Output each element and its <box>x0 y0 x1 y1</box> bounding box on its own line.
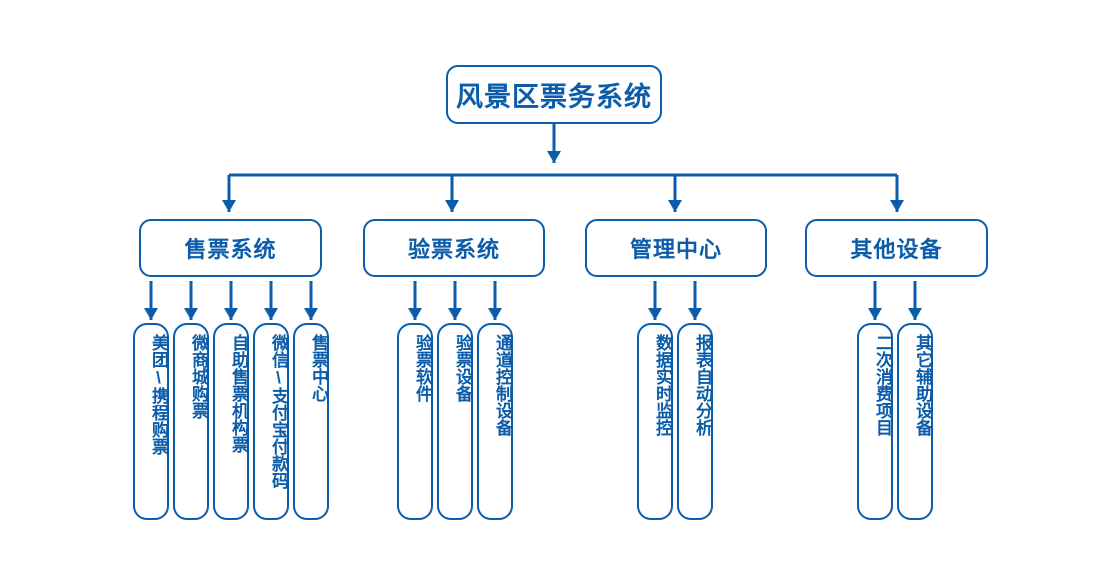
leaf-node-validation-1[interactable]: 验票设备 <box>437 323 473 520</box>
group-node-management-label: 管理中心 <box>629 237 722 262</box>
root-node[interactable]: 风景区票务系统 <box>446 65 662 124</box>
group-arrow-icon-management <box>668 200 682 212</box>
leaf-arrow-icon-ticketing-0 <box>144 308 158 320</box>
leaf-node-validation-0-label: 验票软件 <box>413 334 432 402</box>
leaf-node-ticketing-4[interactable]: 售票中心 <box>293 323 329 520</box>
leaf-node-ticketing-4-label: 售票中心 <box>309 334 328 402</box>
leaf-node-other-1[interactable]: 其它辅助设备 <box>897 323 933 520</box>
leaf-arrow-icon-management-1 <box>688 308 702 320</box>
group-node-ticketing[interactable]: 售票系统 <box>139 219 322 277</box>
group-arrow-icon-other <box>890 200 904 212</box>
group-node-management[interactable]: 管理中心 <box>585 219 767 277</box>
group-arrow-icon-ticketing <box>222 200 236 212</box>
leaf-node-validation-2-label: 通道控制设备 <box>493 334 512 436</box>
leaf-arrow-icon-validation-1 <box>448 308 462 320</box>
leaf-node-other-0[interactable]: 二次消费项目 <box>857 323 893 520</box>
group-node-validation-label: 验票系统 <box>407 237 500 262</box>
leaf-node-ticketing-3-label: 微信\支付宝付款码 <box>269 334 288 489</box>
leaf-arrow-icon-management-0 <box>648 308 662 320</box>
leaf-arrow-icon-validation-0 <box>408 308 422 320</box>
leaf-node-ticketing-3[interactable]: 微信\支付宝付款码 <box>253 323 289 520</box>
leaf-node-management-1[interactable]: 报表自动分析 <box>677 323 713 520</box>
leaf-arrow-icon-ticketing-3 <box>264 308 278 320</box>
leaf-node-ticketing-1[interactable]: 微商城购票 <box>173 323 209 520</box>
leaf-arrow-icon-validation-2 <box>488 308 502 320</box>
group-arrow-icon-validation <box>445 200 459 212</box>
leaf-arrow-icon-ticketing-2 <box>224 308 238 320</box>
leaf-node-validation-0[interactable]: 验票软件 <box>397 323 433 520</box>
leaf-arrow-icon-ticketing-4 <box>304 308 318 320</box>
leaf-node-ticketing-0-label: 美团\携程购票 <box>149 334 168 455</box>
leaf-node-validation-1-label: 验票设备 <box>453 334 472 402</box>
root-arrow-icon <box>547 151 561 163</box>
leaf-node-other-1-label: 其它辅助设备 <box>913 334 932 436</box>
leaf-node-other-0-label: 二次消费项目 <box>873 334 892 436</box>
group-node-validation[interactable]: 验票系统 <box>363 219 545 277</box>
leaf-node-ticketing-0[interactable]: 美团\携程购票 <box>133 323 169 520</box>
leaf-node-management-0-label: 数据实时监控 <box>653 334 672 436</box>
group-node-other[interactable]: 其他设备 <box>805 219 988 277</box>
leaf-arrow-icon-other-1 <box>908 308 922 320</box>
leaf-arrow-icon-other-0 <box>868 308 882 320</box>
leaf-node-ticketing-2[interactable]: 自助售票机构票 <box>213 323 249 520</box>
group-node-ticketing-label: 售票系统 <box>184 237 277 262</box>
leaf-node-management-1-label: 报表自动分析 <box>693 334 712 436</box>
leaf-node-validation-2[interactable]: 通道控制设备 <box>477 323 513 520</box>
group-node-other-label: 其他设备 <box>850 237 943 262</box>
leaf-node-ticketing-1-label: 微商城购票 <box>189 334 208 419</box>
leaf-node-management-0[interactable]: 数据实时监控 <box>637 323 673 520</box>
leaf-node-ticketing-2-label: 自助售票机构票 <box>229 334 248 453</box>
root-node-label: 风景区票务系统 <box>456 82 652 112</box>
leaf-arrow-icon-ticketing-1 <box>184 308 198 320</box>
